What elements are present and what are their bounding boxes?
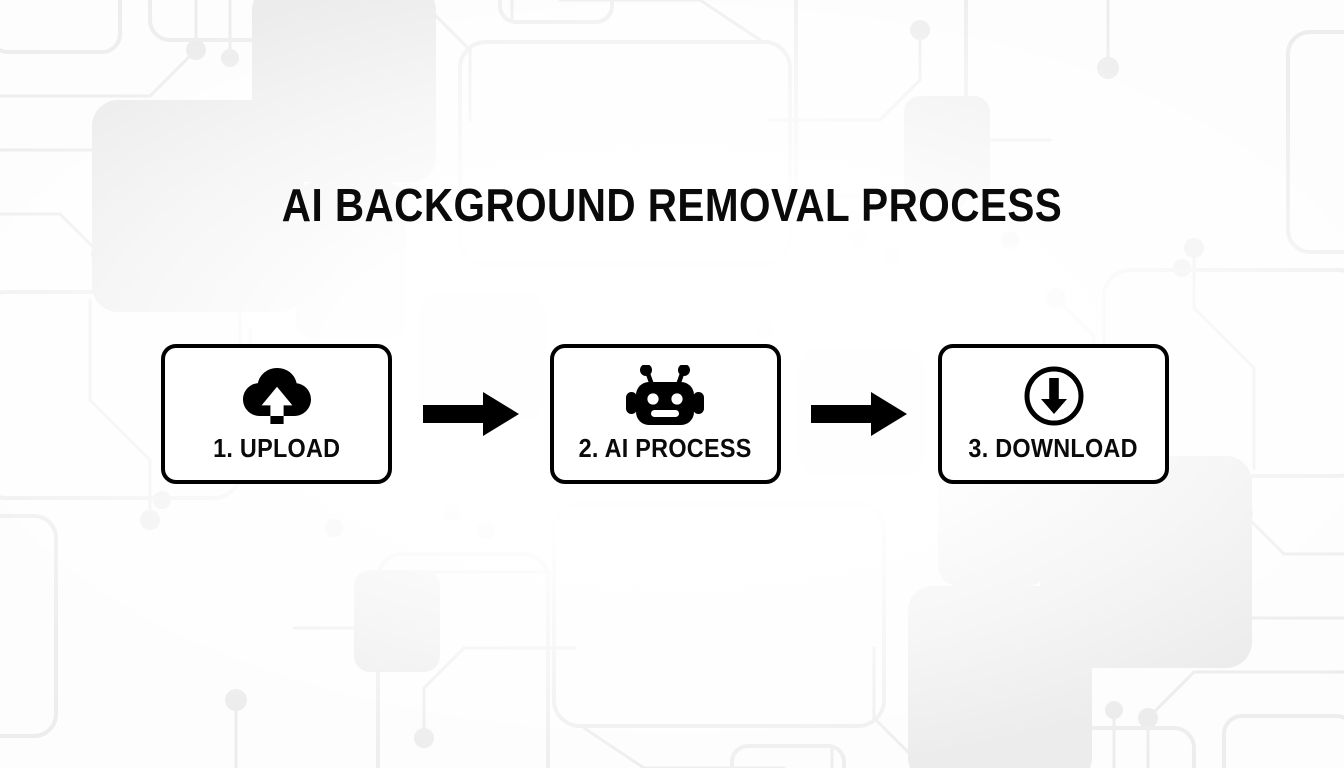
arrow-right-icon-2 bbox=[811, 391, 908, 437]
step-label-upload: 1. UPLOAD bbox=[212, 432, 341, 463]
page-title: AI BACKGROUND REMOVAL PROCESS bbox=[281, 179, 1063, 231]
cloud-upload-icon bbox=[237, 365, 317, 427]
step-card-download[interactable]: 3. DOWNLOAD bbox=[938, 344, 1169, 484]
step-label-download: 3. DOWNLOAD bbox=[968, 432, 1139, 463]
step-card-upload[interactable]: 1. UPLOAD bbox=[161, 344, 392, 484]
step-card-ai-process[interactable]: 2. AI PROCESS bbox=[549, 344, 781, 484]
step-label-ai-process: 2. AI PROCESS bbox=[578, 432, 752, 463]
download-circle-icon bbox=[1023, 365, 1085, 427]
arrow-right-icon-1 bbox=[422, 391, 519, 437]
robot-icon bbox=[622, 364, 708, 427]
process-flow-diagram: 1. UPLOAD bbox=[161, 344, 1169, 484]
